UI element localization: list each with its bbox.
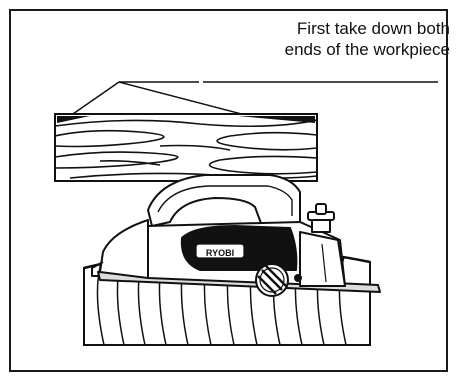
- workpiece-board: [55, 114, 317, 181]
- brand-logo: RYOBI: [206, 248, 234, 258]
- electric-planer: [92, 175, 380, 296]
